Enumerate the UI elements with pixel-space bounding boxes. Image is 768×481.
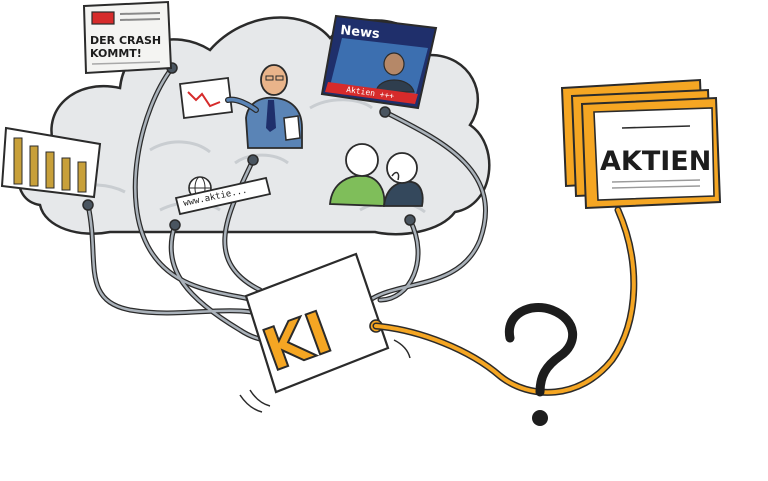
newspaper-source: DER CRASH KOMMT! <box>82 0 173 75</box>
cable-plugs <box>82 62 416 231</box>
bar-chart-source <box>0 126 102 199</box>
newspaper-headline-2: KOMMT! <box>90 47 142 60</box>
tv-title: News <box>340 23 381 42</box>
people-gossip-source <box>329 143 424 207</box>
presenter-source <box>179 64 303 149</box>
output-cable <box>372 206 638 396</box>
stocks-cards: AKTIEN <box>560 78 722 210</box>
question-mark <box>504 303 578 426</box>
stocks-label: AKTIEN <box>600 146 711 177</box>
tv-news-source: News Aktien +++ <box>320 14 438 110</box>
newspaper-headline-1: DER CRASH <box>90 34 161 47</box>
ai-processor: KI <box>239 252 411 413</box>
website-source: www.aktie... <box>174 176 272 216</box>
